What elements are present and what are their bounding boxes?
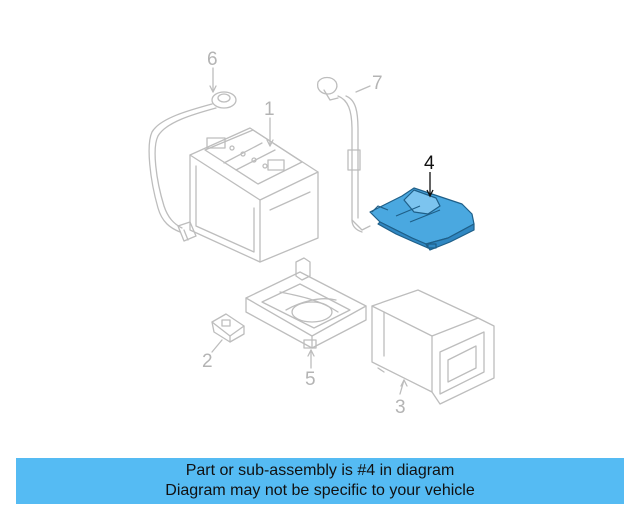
part-6-negative-cable xyxy=(148,91,237,242)
leader-4-arrow xyxy=(426,189,434,198)
callout-6: 6 xyxy=(207,49,218,70)
part-7-positive-cable xyxy=(316,76,371,233)
callout-1: 1 xyxy=(264,99,275,120)
leader-7 xyxy=(355,85,371,93)
parts-diagram xyxy=(148,67,495,405)
part-1-battery xyxy=(189,127,319,263)
info-banner: Part or sub-assembly is #4 in diagram Di… xyxy=(16,458,624,504)
callout-7: 7 xyxy=(372,73,383,94)
part-3-battery-box xyxy=(371,289,495,405)
callout-3: 3 xyxy=(395,397,406,418)
leader-2 xyxy=(211,339,223,353)
leader-5-arrow xyxy=(307,349,315,357)
banner-line-disclaimer: Diagram may not be specific to your vehi… xyxy=(165,482,475,499)
leader-3-arrow xyxy=(400,379,408,387)
banner-line-part: Part or sub-assembly is #4 in diagram xyxy=(185,462,455,479)
leader-6-arrow xyxy=(209,85,217,93)
part-4-cover[interactable] xyxy=(369,187,475,251)
part-2-clamp xyxy=(211,313,245,343)
callout-5: 5 xyxy=(305,369,316,390)
callout-2: 2 xyxy=(202,351,213,372)
leader-1-arrow xyxy=(266,139,274,147)
callout-4: 4 xyxy=(424,153,435,174)
part-5-tray xyxy=(245,257,367,349)
